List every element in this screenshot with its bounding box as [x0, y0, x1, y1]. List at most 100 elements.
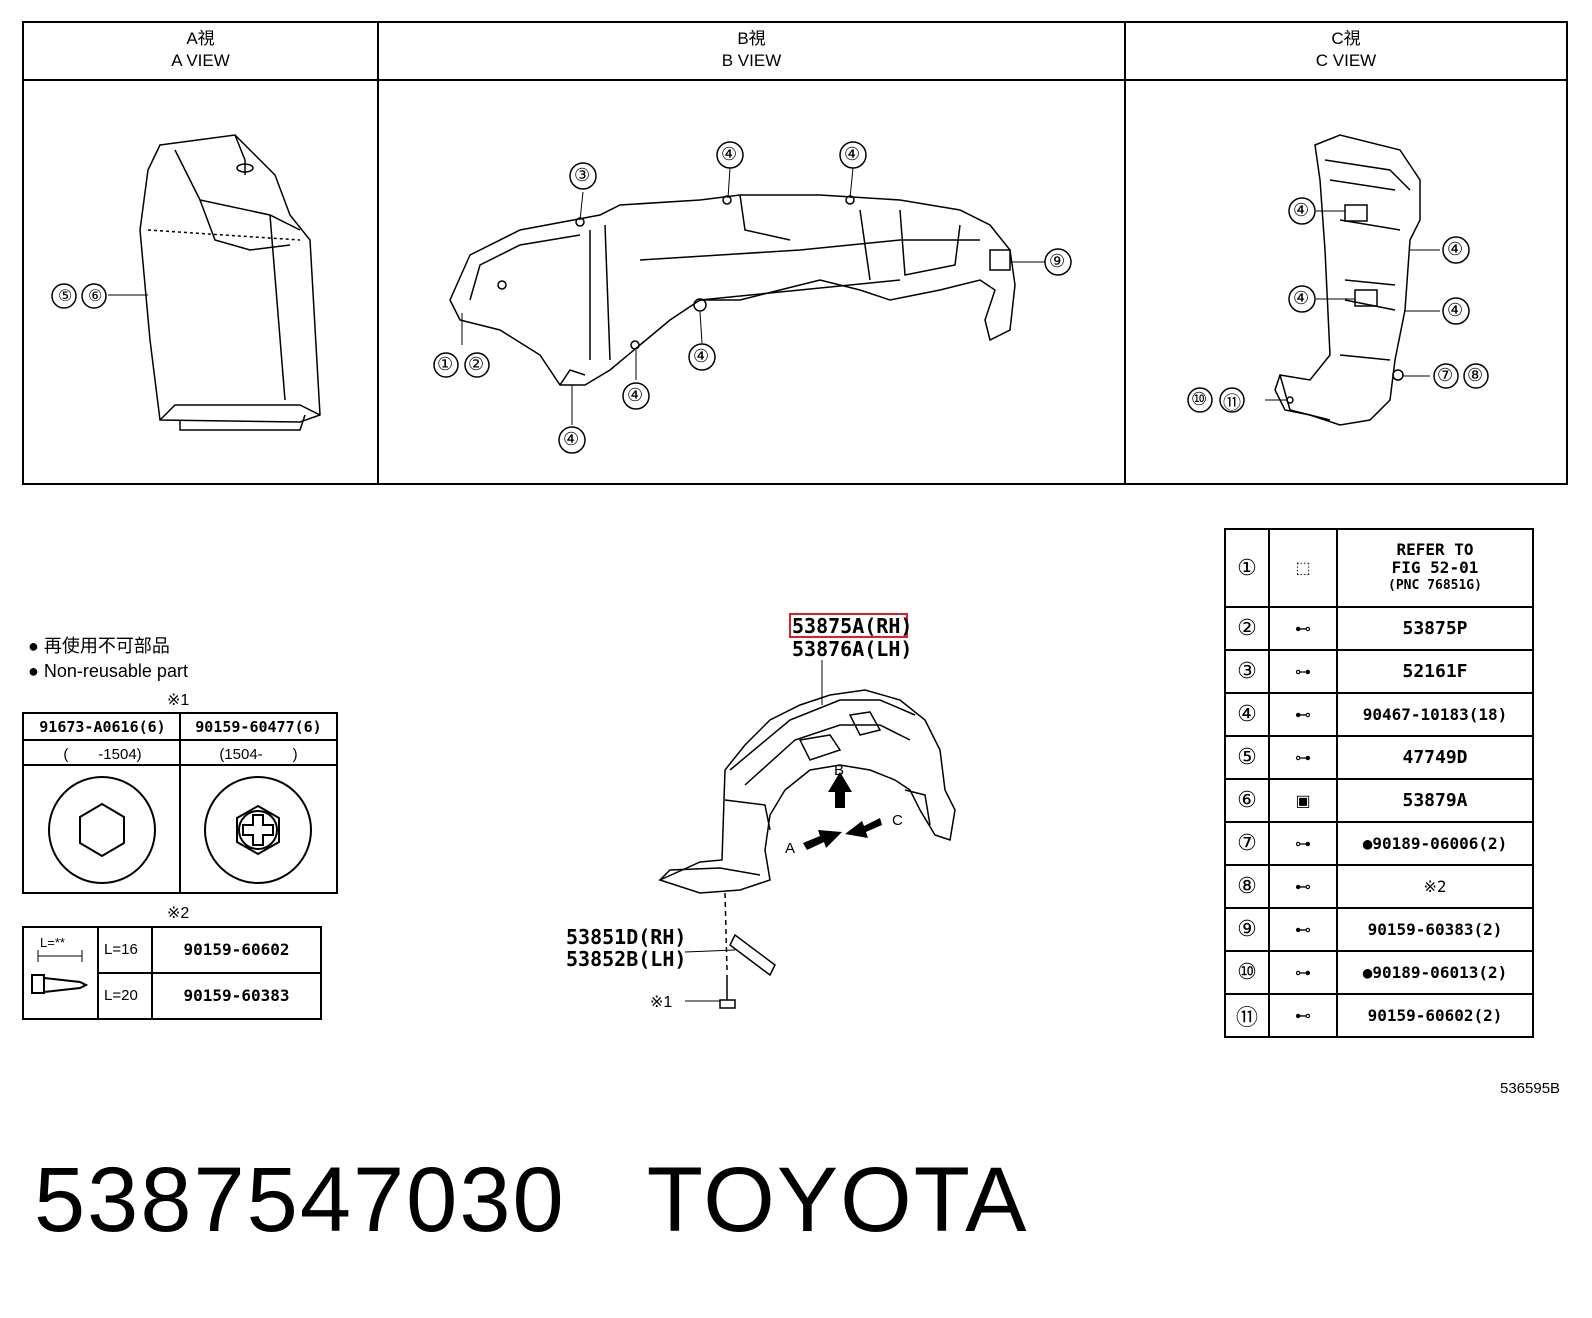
refer-line1: REFER TO — [1396, 540, 1474, 559]
figure-id: 536595B — [1500, 1080, 1561, 1097]
table-row: ⑨⊷90159-60383(2) — [1224, 907, 1534, 952]
refer-cell: REFER TO FIG 52-01 (PNC 76851G) — [1336, 528, 1534, 608]
clip-icon: ⊶ — [1268, 735, 1338, 780]
c-view-drawing — [1274, 134, 1421, 426]
clip-icon: ⊶ — [1268, 821, 1338, 866]
callout-5: ⑤ — [58, 286, 73, 305]
row-number: ⑥ — [1224, 778, 1270, 823]
part-highlight-box — [789, 613, 908, 638]
b-view-header: B視 B VIEW — [378, 28, 1125, 72]
callout-4: ④ — [1447, 300, 1464, 321]
clip-icon: ⊷ — [1268, 692, 1338, 737]
arrow-b-icon — [828, 772, 852, 808]
parts-table: ① ⬚ REFER TO FIG 52-01 (PNC 76851G) ②⊷53… — [1224, 528, 1534, 1038]
row-number: ③ — [1224, 649, 1270, 694]
screw-icon: ⊷ — [1268, 907, 1338, 952]
screw-icon: ⊷ — [1268, 606, 1338, 651]
part-number: 90159-60383(2) — [1336, 907, 1534, 952]
table-row: ④⊷90467-10183(18) — [1224, 692, 1534, 737]
screw-table-mark: ※2 — [167, 905, 190, 922]
refer-line3: (PNC 76851G) — [1388, 578, 1482, 593]
callout-11: ⑪ — [1223, 393, 1241, 414]
row-number: ② — [1224, 606, 1270, 651]
a-view-jp: A視 — [186, 29, 215, 48]
screw-icon: ⊷ — [1268, 864, 1338, 909]
refer-line2: FIG 52-01 — [1391, 558, 1479, 577]
callout-4: ④ — [563, 429, 580, 450]
screw-row2-part: 90159-60383 — [183, 986, 290, 1005]
b-view-en: B VIEW — [721, 51, 782, 70]
nut-icon: ▣ — [1268, 778, 1338, 823]
callout-10: ⑩ — [1191, 389, 1208, 410]
sub-part-lh: 53852B(LH) — [566, 947, 687, 971]
arrow-c-icon — [845, 818, 882, 838]
table-row: ① ⬚ REFER TO FIG 52-01 (PNC 76851G) — [1224, 528, 1534, 608]
title-part-number: 5387547030 — [34, 1149, 566, 1251]
screw-row2-len: L=20 — [104, 987, 138, 1004]
a-view-header: A視 A VIEW — [23, 28, 378, 72]
row-number: ⑧ — [1224, 864, 1270, 909]
part-number: ※2 — [1336, 864, 1534, 909]
row-number: ⑤ — [1224, 735, 1270, 780]
part-number: ●90189-06006(2) — [1336, 821, 1534, 866]
callout-3: ③ — [574, 165, 591, 186]
callout-4: ④ — [627, 385, 644, 406]
bolt-table-mark: ※1 — [167, 692, 190, 709]
b-view-drawing — [449, 194, 1016, 386]
callout-4: ④ — [844, 144, 861, 165]
main-part-drawing — [657, 689, 956, 1009]
arrow-b-label: B — [834, 762, 845, 779]
bolt-col1-part: 91673-A0616(6) — [39, 718, 166, 736]
main-part-lh: 53876A(LH) — [792, 637, 913, 661]
screw-length-label: L=** — [40, 935, 65, 950]
screw-table-frame — [22, 926, 322, 1020]
bolt-col2-range: (1504- ) — [219, 746, 298, 763]
a-view-drawing — [139, 134, 321, 431]
clip-icon: ⊶ — [1268, 950, 1338, 995]
bolt-col2-part: 90159-60477(6) — [195, 718, 322, 736]
table-row: ⑥▣53879A — [1224, 778, 1534, 823]
callout-4: ④ — [1293, 200, 1310, 221]
callout-9: ⑨ — [1049, 251, 1066, 272]
row-number: ⑦ — [1224, 821, 1270, 866]
callout-4: ④ — [721, 144, 738, 165]
bolt-col1-range: ( -1504) — [63, 746, 142, 763]
c-view-en: C VIEW — [1315, 51, 1377, 70]
table-row: ③⊶52161F — [1224, 649, 1534, 694]
legend: ● 再使用不可部品 ● Non-reusable part — [28, 634, 188, 684]
arrow-a-icon — [803, 830, 842, 850]
table-row: ⑪⊷90159-60602(2) — [1224, 993, 1534, 1038]
bolt-table-frame — [22, 712, 338, 894]
part-number: 90467-10183(18) — [1336, 692, 1534, 737]
page-title: 5387547030 TOYOTA — [34, 1148, 1028, 1253]
clip-icon: ⊶ — [1268, 649, 1338, 694]
row-number: ⑪ — [1224, 993, 1270, 1038]
c-view-jp: C視 — [1331, 29, 1361, 48]
title-brand: TOYOTA — [646, 1149, 1029, 1251]
callout-4: ④ — [1293, 288, 1310, 309]
screw-icon: ⊷ — [1268, 993, 1338, 1038]
table-row: ⑤⊶47749D — [1224, 735, 1534, 780]
callout-1: ① — [437, 354, 454, 375]
row-number: ④ — [1224, 692, 1270, 737]
row-number: ⑩ — [1224, 950, 1270, 995]
table-row: ⑩⊶●90189-06013(2) — [1224, 950, 1534, 995]
main-part-rh: 53875A(RH) — [792, 614, 913, 638]
callout-6: ⑥ — [88, 286, 103, 305]
part-number: 53875P — [1336, 606, 1534, 651]
callout-4: ④ — [1447, 239, 1464, 260]
legend-en: ● Non-reusable part — [28, 661, 188, 681]
b-view-jp: B視 — [737, 29, 766, 48]
arrow-c-label: C — [892, 812, 903, 829]
screw-row1-len: L=16 — [104, 941, 138, 958]
callout-7: ⑦ — [1437, 365, 1454, 386]
legend-jp: ● 再使用不可部品 — [28, 636, 170, 656]
row-number: ⑨ — [1224, 907, 1270, 952]
c-view-header: C視 C VIEW — [1125, 28, 1567, 72]
part-number: 47749D — [1336, 735, 1534, 780]
callout-2: ② — [468, 354, 485, 375]
bolt-mark-label: ※1 — [650, 994, 673, 1011]
part-number: 90159-60602(2) — [1336, 993, 1534, 1038]
arrow-a-label: A — [785, 840, 796, 857]
